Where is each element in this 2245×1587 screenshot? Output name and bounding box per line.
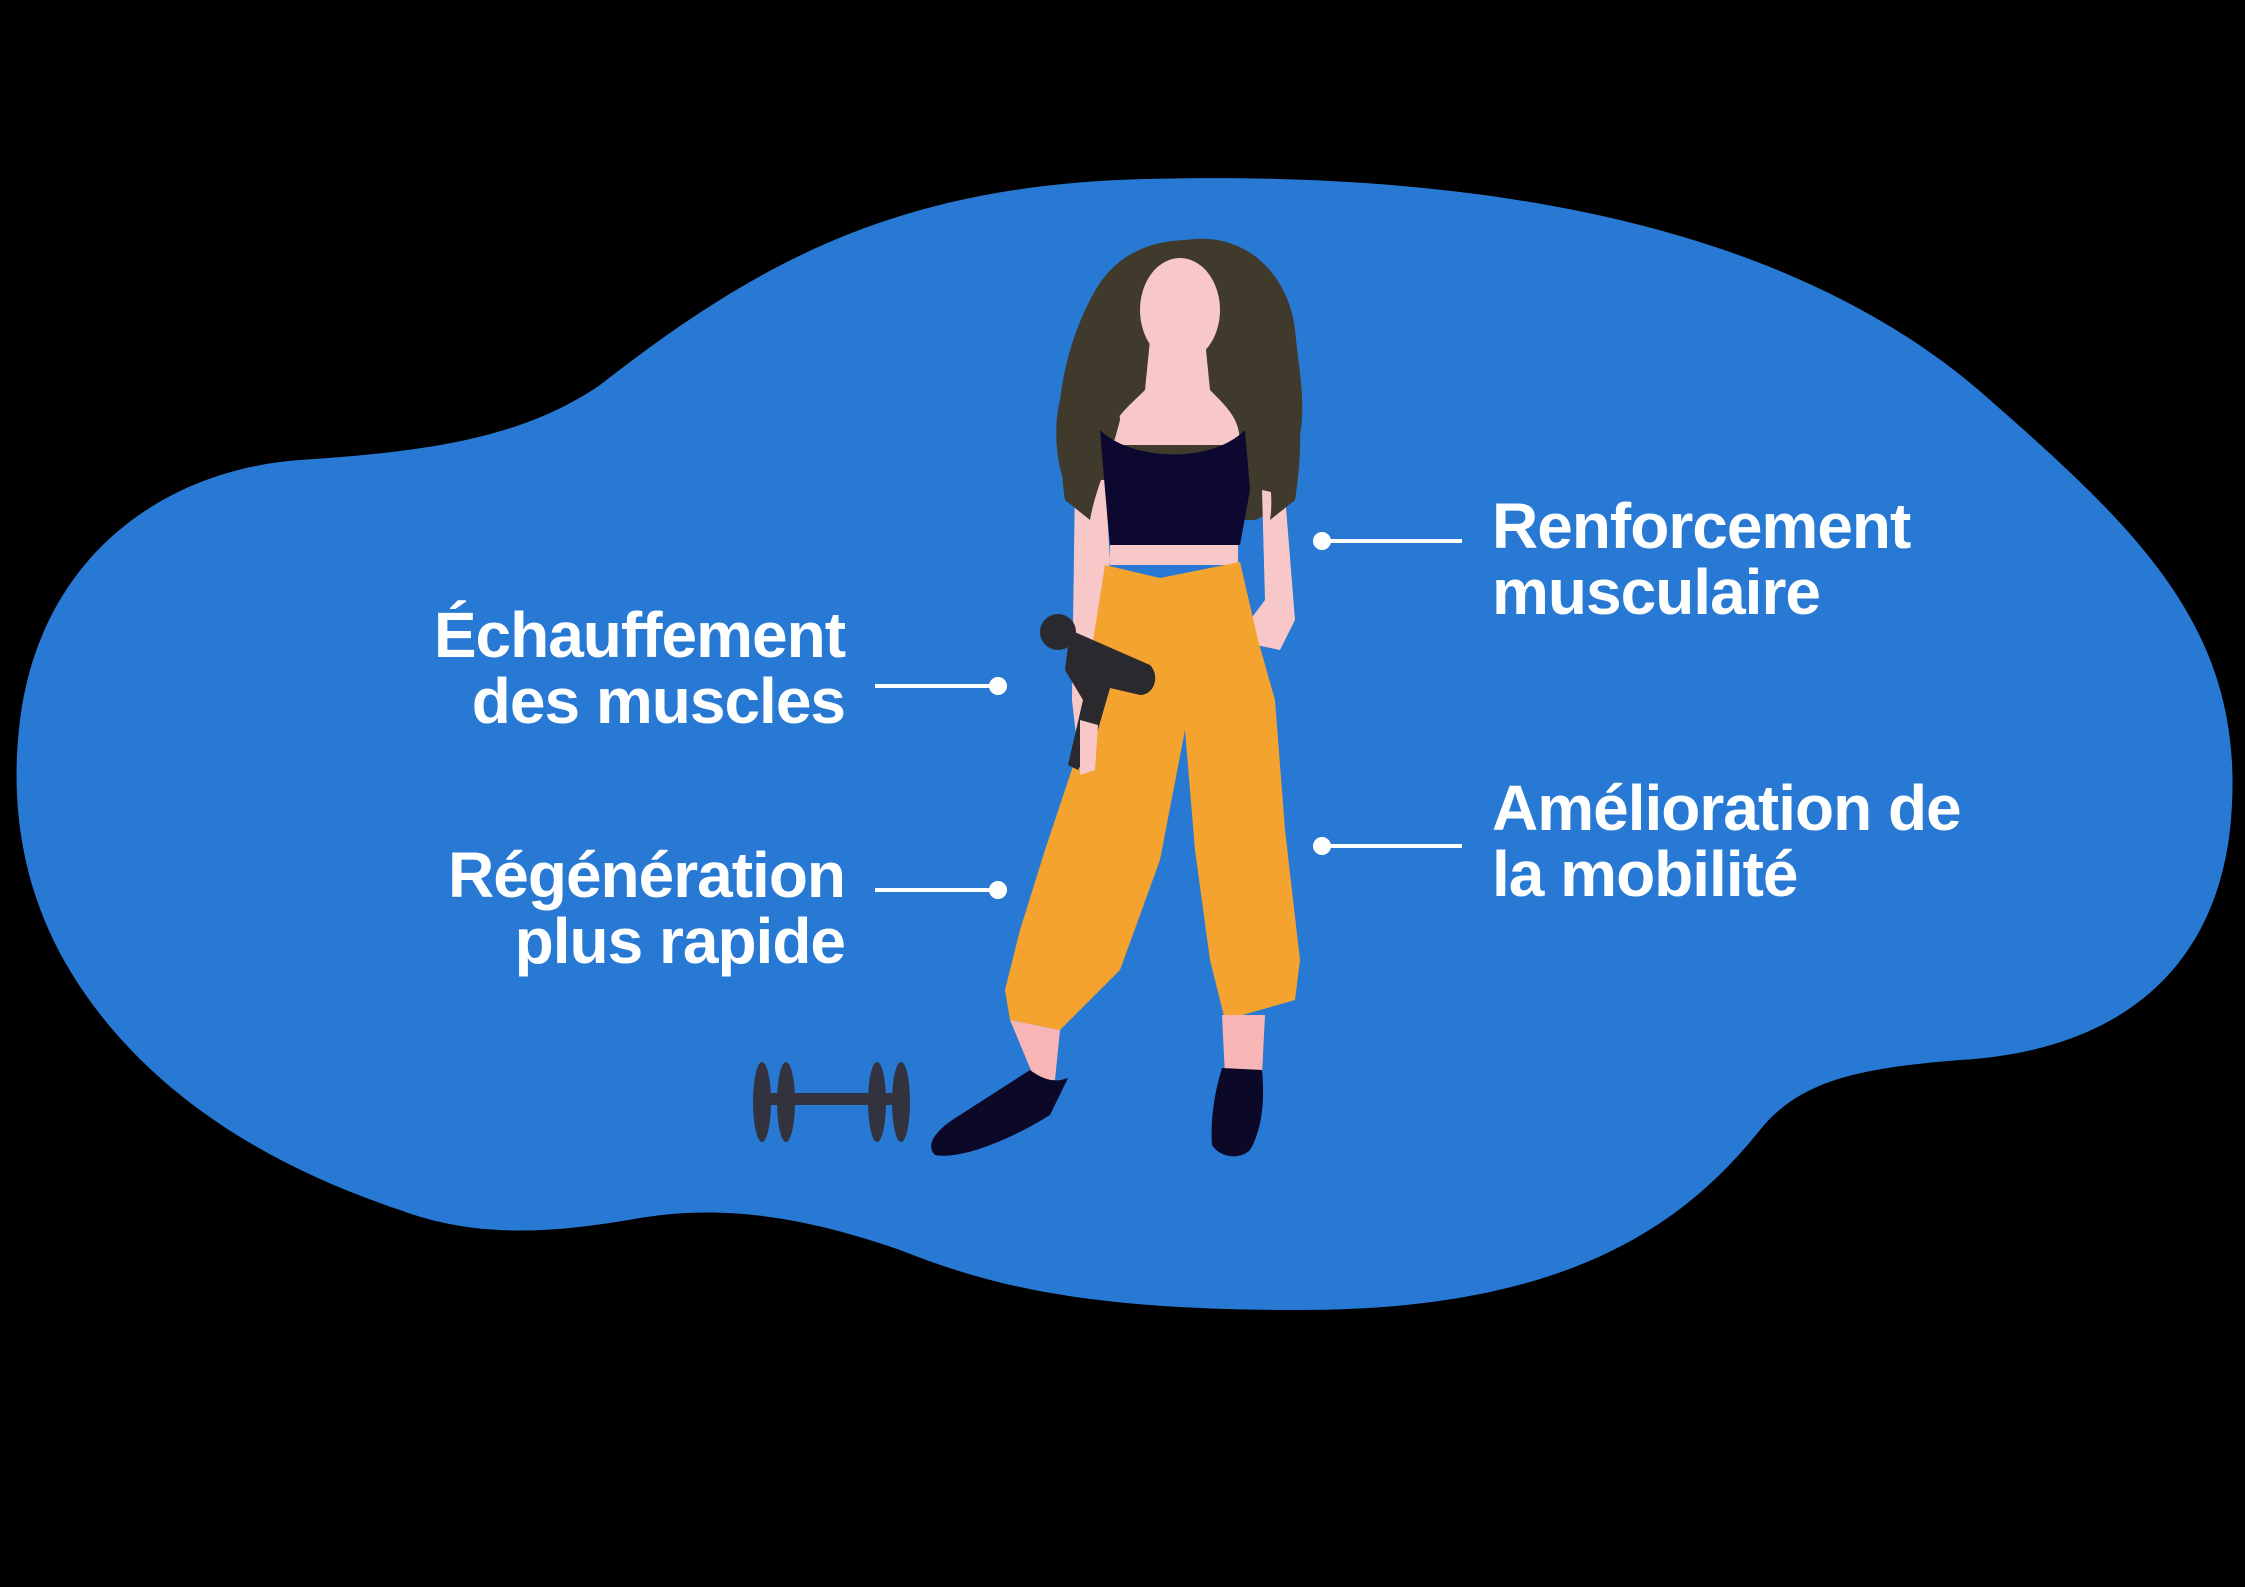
shoe-right (1211, 1068, 1264, 1157)
benefit-strength-line2: musculaire (1492, 556, 1821, 628)
shoe-left (931, 1070, 1068, 1156)
benefit-recovery-label: Régénération plus rapide (448, 839, 846, 977)
crop-top (1100, 430, 1250, 545)
woman-figure (931, 238, 1303, 1157)
benefit-strength-line1: Renforcement (1492, 490, 1911, 562)
benefit-recovery-line2: plus rapide (514, 905, 846, 977)
benefit-mobility-label: Amélioration de la mobilité (1492, 772, 1962, 910)
benefit-warmup-line2: des muscles (471, 665, 846, 737)
benefit-mobility-line1: Amélioration de (1492, 772, 1962, 844)
dumbbell-icon (753, 1062, 910, 1142)
connector-lines (875, 532, 1462, 899)
face (1140, 258, 1220, 362)
benefit-mobility-line2: la mobilité (1492, 838, 1798, 910)
benefit-recovery-line1: Régénération (448, 839, 846, 911)
benefit-warmup-label: Échauffement des muscles (433, 599, 846, 737)
benefit-strength-label: Renforcement musculaire (1492, 490, 1911, 628)
benefit-warmup-line1: Échauffement (433, 599, 846, 671)
pants (1005, 562, 1300, 1030)
